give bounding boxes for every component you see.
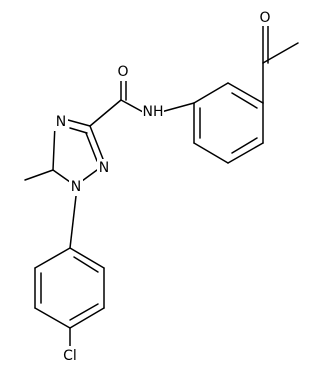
bond-triazole-c3-n4 <box>67 119 91 127</box>
bond-triazole-n2-c3 <box>89 125 104 160</box>
bond-chlorophenyl-1 <box>34 247 71 269</box>
bond-triazole-n2-c3-inner <box>85 132 98 162</box>
atom-label-o-amide: O <box>117 64 128 80</box>
atom-o-ketone: O <box>256 8 272 26</box>
atom-label-n4: N <box>56 114 66 130</box>
bond-chlorophenyl-4 <box>69 307 105 329</box>
atom-label-o-ketone: O <box>259 10 270 26</box>
atom-cl: Cl <box>59 346 81 364</box>
atom-label-cl: Cl <box>63 348 77 364</box>
bond-triazole-c5-n1 <box>52 169 71 183</box>
atom-n-triazole-2: N <box>97 159 111 177</box>
atom-label-nh: NH <box>143 104 164 120</box>
atom-label-n1: N <box>71 179 81 195</box>
bond-chlorophenyl-3 <box>34 307 71 329</box>
bond-carbonyl-triazole <box>89 99 122 127</box>
bond-phenyl-nh <box>160 102 195 113</box>
atom-n-triazole-1: N <box>69 178 83 196</box>
bond-chlorophenyl-inner-2 <box>69 303 99 321</box>
atom-label-n2: N <box>99 160 109 176</box>
atom-o-amide: O <box>115 63 131 81</box>
bond-triazole-n1-n2 <box>81 169 98 182</box>
bond-phenyl-5 <box>227 142 264 164</box>
bond-phenyl-4 <box>193 142 229 164</box>
bond-triazole-c3-n4-inner <box>69 127 88 134</box>
bond-nh-carbonyl <box>120 99 144 113</box>
bond-chlorophenyl-6 <box>69 247 105 269</box>
atom-n-triazole-4: N <box>54 113 68 131</box>
bond-phenyl-inner-3 <box>231 137 258 154</box>
bond-triazole-methyl <box>24 169 54 181</box>
bond-phenyl-2 <box>193 82 229 104</box>
atom-nh: NH <box>142 103 164 121</box>
bond-phenyl-inner-1 <box>231 92 258 109</box>
bond-phenyl-1 <box>227 82 264 104</box>
bond-triazole-n4-c5 <box>52 123 56 171</box>
bond-n1-chlorophenyl <box>69 195 77 249</box>
bond-acetyl-methyl <box>262 42 299 64</box>
bond-chlorophenyl-inner-3 <box>73 256 99 273</box>
